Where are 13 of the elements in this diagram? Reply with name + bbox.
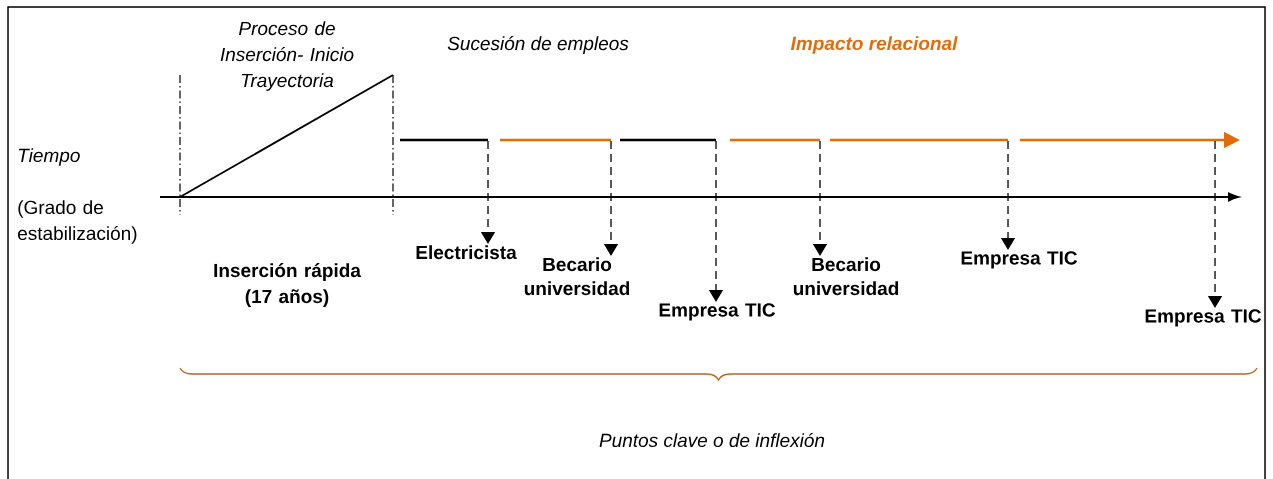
job-label: Becario universidad — [793, 257, 899, 296]
phase-label: Sucesión de empleos — [447, 36, 629, 54]
job-label: Electricista — [416, 245, 517, 260]
process-label: Proceso de Inserción- Inicio Trayectoria — [220, 21, 354, 91]
axis-label: (Grado de estabilización) — [18, 200, 137, 244]
phase-label: Impacto relacional — [790, 36, 958, 54]
job-label: Empresa TIC — [1145, 309, 1262, 327]
brace-label: Puntos clave o de inflexión — [599, 432, 825, 448]
job-label: Becario universidad — [524, 257, 630, 296]
job-label: Empresa TIC — [961, 251, 1078, 269]
job-label: Empresa TIC — [659, 303, 776, 321]
axis-label: Tiempo — [18, 148, 80, 166]
phase-label: Inserción rápida (17 años) — [214, 263, 362, 307]
